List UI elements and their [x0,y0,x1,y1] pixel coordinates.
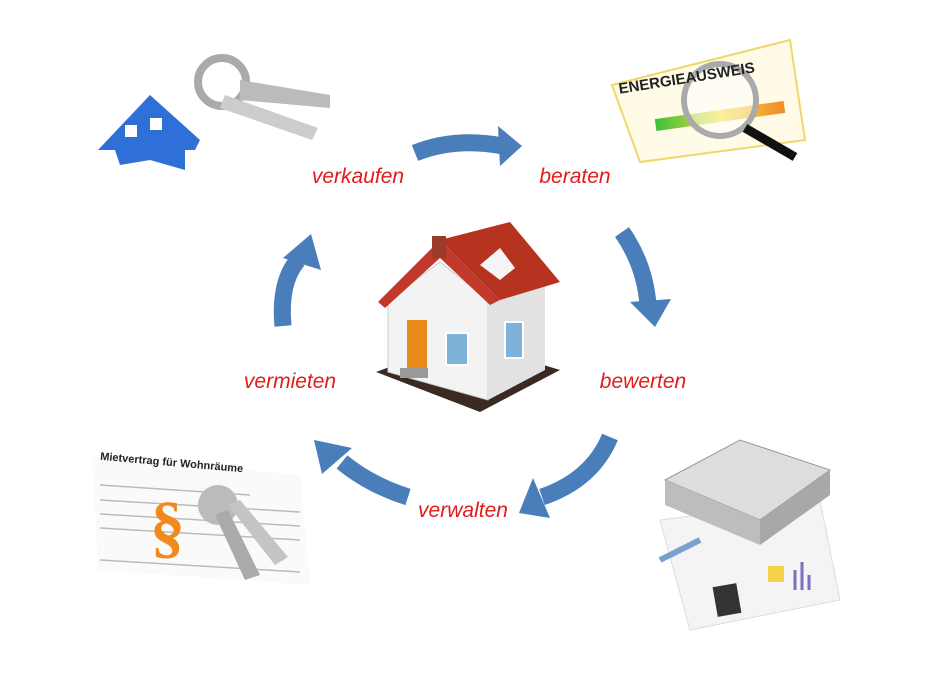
arrow-advise-to-valuate [614,227,657,306]
label-beraten: beraten [539,165,611,188]
rental-contract-image: § [92,455,310,585]
label-bewerten: bewerten [599,370,687,393]
energy-certificate-image [610,38,807,164]
svg-text:§: § [150,489,185,566]
arrowhead [519,478,550,518]
arrowhead [630,299,671,327]
label-verkaufen: verkaufen [311,165,405,188]
label-vermieten: vermieten [243,370,337,393]
arrow-valuate-to-manage [539,433,618,506]
arrow-sell-to-advise [411,134,505,161]
arrow-rent-to-sell [273,254,305,327]
building-plans-image [658,439,841,631]
arrowhead [498,126,522,166]
arrowhead [283,234,321,270]
arrowhead [314,440,352,474]
house-icon [376,222,560,412]
house-keys-icon [98,54,330,170]
arrow-manage-to-rent [336,455,411,506]
label-verwalten: verwalten [418,499,508,522]
